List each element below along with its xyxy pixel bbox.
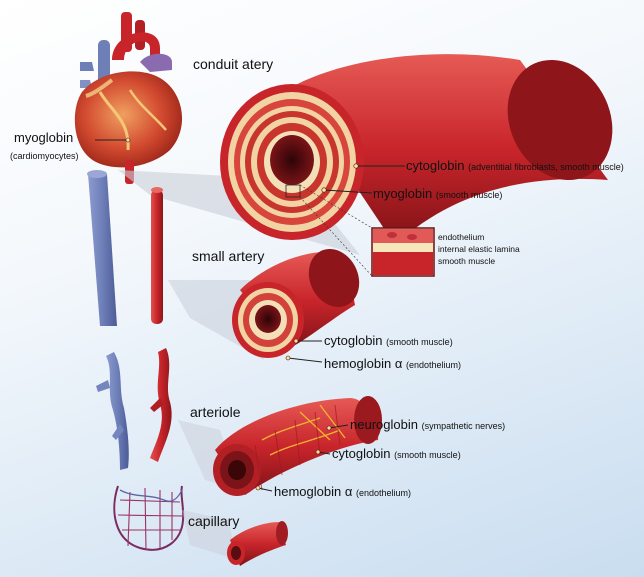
- inset-smooth-muscle: smooth muscle: [438, 256, 495, 267]
- inset-endothelium: endothelium: [438, 232, 484, 243]
- arteriole-neuroglobin-label: neuroglobin (sympathetic nerves): [350, 417, 505, 434]
- heart-globin-detail: (cardiomyocytes): [10, 149, 79, 164]
- wall-layer-inset: [372, 228, 434, 276]
- capillary-title: capillary: [188, 514, 239, 529]
- arteriole-cytoglobin-label: cytoglobin (smooth muscle): [332, 446, 461, 463]
- conduit-cytoglobin-label: cytoglobin (adventitial fibroblasts, smo…: [406, 158, 624, 175]
- conduit-artery-title: conduit atery: [193, 57, 273, 72]
- small-artery-hemoglobin-label: hemoglobin α (endothelium): [324, 356, 461, 373]
- heart-globin-label: myoglobin: [14, 130, 73, 145]
- arteriole-title: arteriole: [190, 405, 241, 420]
- arteriole-hemoglobin-label: hemoglobin α (endothelium): [274, 484, 411, 501]
- conduit-myoglobin-label: myoglobin (smooth muscle): [373, 186, 502, 203]
- small-artery-cytoglobin-label: cytoglobin (smooth muscle): [324, 333, 453, 350]
- small-artery-title: small artery: [192, 249, 264, 264]
- inset-elastic-lamina: internal elastic lamina: [438, 244, 520, 255]
